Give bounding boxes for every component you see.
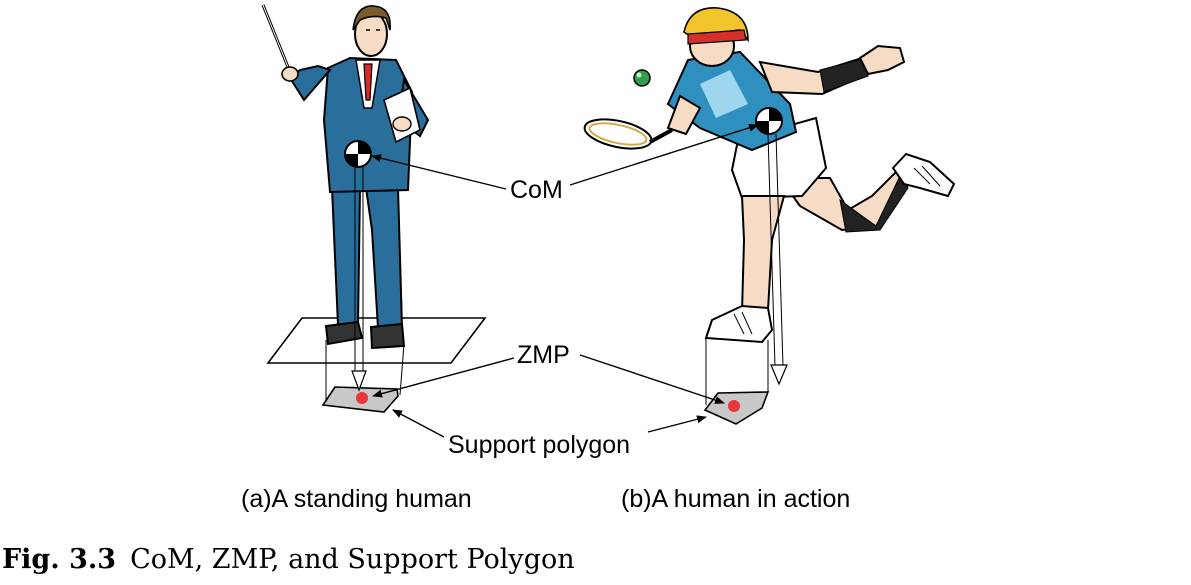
arrow-zmp-b (579, 354, 725, 404)
tennis-ball (633, 69, 651, 87)
arrow-support-b (647, 415, 707, 433)
center-of-mass-icon (755, 107, 783, 135)
com-label: CoM (510, 176, 563, 204)
action-human-figure (583, 7, 956, 425)
arrow-support-a (392, 409, 445, 438)
arrow-zmp-a (372, 357, 515, 398)
zmp-point-a (356, 392, 368, 404)
figure-caption: Fig. 3.3 CoM, ZMP, and Support Polygon (2, 546, 575, 573)
center-of-mass-icon (344, 140, 372, 168)
subcaption-a: (a)A standing human (241, 485, 472, 513)
floor-plane (266, 317, 487, 364)
subcaption-b: (b)A human in action (621, 485, 851, 513)
standing-human-figure (261, 4, 487, 413)
arrow-com-b (569, 123, 759, 186)
figure-number: Fig. 3.3 (2, 544, 117, 575)
support-polygon-label: Support polygon (448, 431, 631, 459)
zmp-point-b (728, 400, 740, 412)
arrow-com-a (371, 154, 507, 190)
figure-caption-text: CoM, ZMP, and Support Polygon (130, 544, 575, 575)
zmp-label: ZMP (517, 341, 570, 369)
leader-arrows (371, 123, 759, 438)
